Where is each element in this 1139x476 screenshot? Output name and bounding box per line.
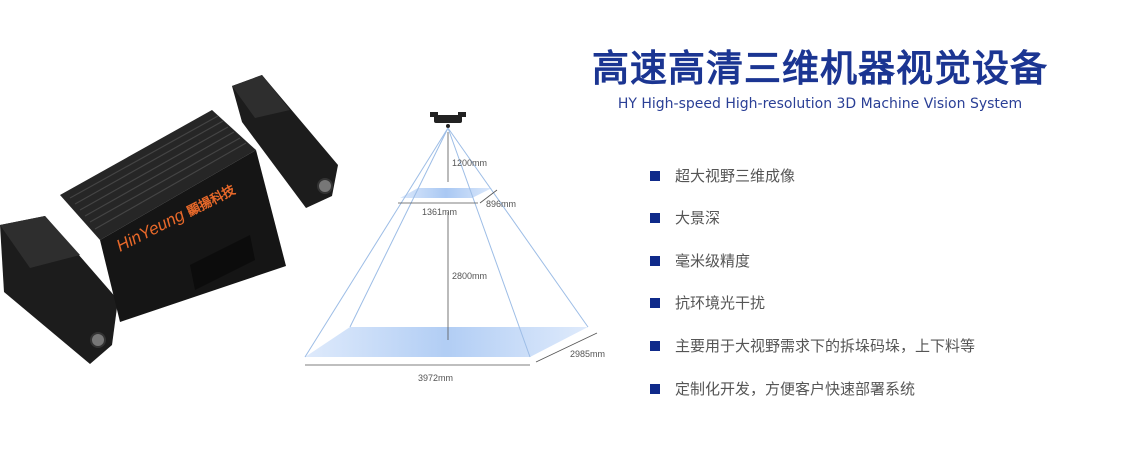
near-distance-label: 1200mm [452, 158, 487, 168]
bullet-square-icon [650, 212, 660, 223]
feature-text: 大景深 [675, 209, 721, 227]
3d-camera-device: HinYeung 顯揚科技 [0, 75, 338, 364]
feature-text: 超大视野三维成像 [675, 167, 796, 185]
list-item: 超大视野三维成像 [650, 165, 795, 186]
lens-icon [317, 178, 333, 194]
bullet-square-icon [650, 170, 660, 181]
far-width-label: 3972mm [418, 373, 453, 383]
list-item: 抗环境光干扰 [650, 292, 765, 313]
bullet-square-icon [650, 340, 660, 351]
lens-icon [90, 332, 106, 348]
page-title: 高速高清三维机器视觉设备 [592, 47, 1048, 90]
far-depth-label: 2985mm [570, 349, 605, 359]
field-of-view-diagram: 1200mm 2800mm 1361mm 896mm 3972mm 2985mm [304, 112, 605, 383]
near-depth-label: 896mm [486, 199, 516, 209]
list-item: 主要用于大视野需求下的拆垛码垛，上下料等 [650, 335, 975, 356]
bullet-square-icon [650, 255, 660, 266]
feature-text: 主要用于大视野需求下的拆垛码垛，上下料等 [675, 337, 976, 355]
list-item: 大景深 [650, 207, 720, 228]
list-item: 定制化开发，方便客户快速部署系统 [650, 378, 915, 399]
list-item: 毫米级精度 [650, 250, 750, 271]
page-subtitle: HY High-speed High-resolution 3D Machine… [617, 96, 1023, 112]
near-width-label: 1361mm [422, 207, 457, 217]
bullet-square-icon [650, 297, 660, 308]
camera-icon [430, 112, 466, 128]
feature-text: 毫米级精度 [675, 252, 751, 270]
feature-text: 抗环境光干扰 [675, 294, 766, 312]
far-distance-label: 2800mm [452, 271, 487, 281]
bullet-square-icon [650, 383, 660, 394]
feature-text: 定制化开发，方便客户快速部署系统 [675, 380, 916, 398]
